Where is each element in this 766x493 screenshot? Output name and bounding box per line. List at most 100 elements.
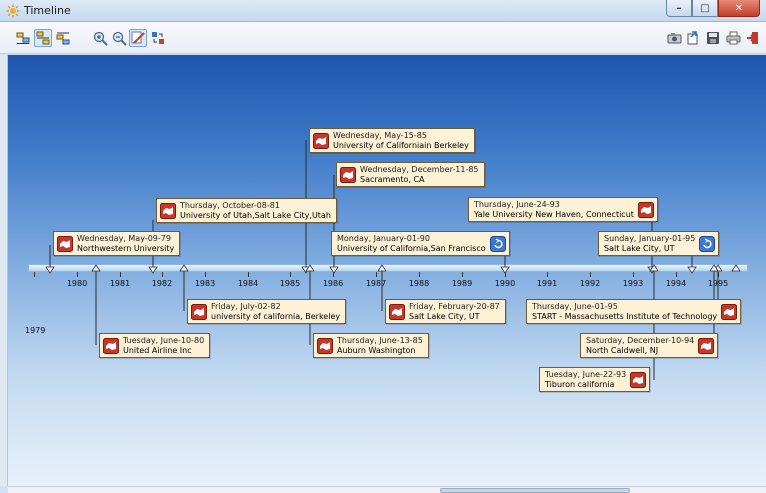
left-margin — [0, 55, 8, 486]
axis-tick — [547, 272, 548, 277]
axis-tick — [290, 272, 291, 277]
maximize-button[interactable]: □ — [692, 0, 718, 17]
event-place: United Airline Inc — [123, 345, 192, 355]
axis-tick — [162, 272, 163, 277]
toolbar — [0, 22, 766, 54]
red-map-icon — [160, 202, 176, 219]
blue-refresh-icon — [699, 235, 716, 252]
year-label: 1992 — [579, 279, 601, 288]
year-label: 1984 — [237, 279, 259, 288]
axis-tick — [676, 272, 677, 277]
red-map-icon — [389, 303, 405, 320]
red-map-icon — [191, 303, 207, 320]
event-place: Sacramento, CA — [360, 174, 425, 184]
year-label: 1981 — [109, 279, 131, 288]
year-label: 1985 — [279, 279, 301, 288]
layout-bottom-button[interactable] — [54, 29, 72, 47]
layout-bottom-icon — [56, 32, 70, 45]
window-controls: – □ ✕ — [666, 0, 760, 18]
print-button[interactable] — [724, 29, 742, 47]
axis-tick — [120, 272, 121, 277]
event-date: Thursday, June-24-93 — [474, 199, 560, 209]
blue-refresh-icon — [489, 235, 506, 252]
save-icon — [707, 32, 719, 44]
exit-button[interactable] — [744, 29, 762, 47]
event-place: university of california, Berkeley — [211, 311, 341, 321]
red-map-icon — [340, 166, 356, 183]
year-label: 1993 — [622, 279, 644, 288]
event-date: Tuesday, June-22-93 — [545, 369, 627, 379]
start-year-label: 1979 — [25, 326, 46, 335]
axis-tick — [248, 272, 249, 277]
year-label: 1991 — [536, 279, 558, 288]
event-place: Northwestern University — [77, 243, 175, 253]
axis-tick — [633, 272, 634, 277]
event-date: Wednesday, May-15-85 — [333, 130, 427, 140]
camera-button[interactable] — [665, 29, 683, 47]
event-date: Tuesday, June-10-80 — [123, 335, 205, 345]
zoom-out-button[interactable] — [110, 29, 128, 47]
exit-icon — [747, 32, 758, 44]
red-map-icon — [103, 337, 119, 354]
event-date: Thursday, June-01-95 — [532, 301, 618, 311]
minimize-icon: – — [676, 2, 682, 14]
year-label: 1980 — [66, 279, 88, 288]
timeline-canvas[interactable]: 1980 1981 1982 1983 1984 1985 1986 1987 … — [8, 55, 766, 486]
axis-tick — [77, 272, 78, 277]
minimize-button[interactable]: – — [666, 0, 692, 17]
year-label: 1987 — [365, 279, 387, 288]
event-date: Sunday, January-01-95 — [604, 233, 696, 243]
save-button[interactable] — [704, 29, 722, 47]
layout-both-button[interactable] — [34, 29, 52, 47]
axis-tick — [376, 272, 377, 277]
event-date: Monday, January-01-90 — [337, 233, 430, 243]
event-place: University of California,San Francisco — [337, 243, 486, 253]
export-button[interactable] — [684, 29, 702, 47]
zoom-in-icon — [93, 31, 108, 46]
year-label: 1986 — [322, 279, 344, 288]
year-label: 1994 — [665, 279, 687, 288]
scrollbar-thumb[interactable] — [440, 488, 630, 493]
close-button[interactable]: ✕ — [718, 0, 760, 17]
layout-top-button[interactable] — [14, 29, 32, 47]
refresh-button[interactable] — [149, 29, 167, 47]
axis-tick — [590, 272, 591, 277]
edit-icon — [131, 31, 145, 44]
export-icon — [687, 31, 698, 45]
red-map-icon — [637, 201, 654, 218]
refresh-icon — [152, 32, 164, 44]
year-label: 1989 — [451, 279, 473, 288]
horizontal-scrollbar[interactable] — [8, 486, 766, 493]
event-date: Wednesday, December-11-85 — [360, 164, 479, 174]
layout-both-icon — [36, 31, 50, 45]
print-icon — [726, 31, 740, 45]
timeline-axis — [28, 264, 748, 272]
event-date: Thursday, October-08-81 — [180, 200, 280, 210]
close-icon: ✕ — [734, 2, 744, 14]
event-date: Friday, February-20-87 — [409, 301, 500, 311]
edit-button[interactable] — [129, 29, 147, 47]
app-sun-icon — [6, 4, 20, 18]
axis-tick — [333, 272, 334, 277]
axis-tick — [505, 272, 506, 277]
window-title: Timeline — [24, 4, 71, 17]
zoom-in-button[interactable] — [91, 29, 109, 47]
red-map-icon — [721, 303, 738, 320]
axis-tick — [34, 272, 35, 277]
connector-lines — [45, 140, 741, 380]
axis-tick — [419, 272, 420, 277]
